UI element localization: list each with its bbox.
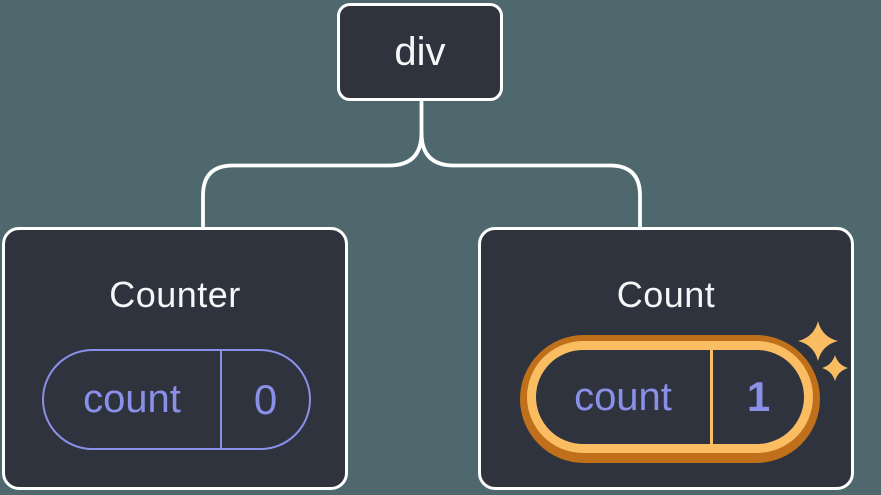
state-value: 1 bbox=[710, 350, 804, 444]
state-pill: count 0 bbox=[42, 349, 311, 450]
state-pill: count 1 bbox=[536, 350, 804, 444]
tree-node-div: div bbox=[337, 3, 503, 101]
component-card-count: Count count 1 bbox=[478, 227, 854, 490]
state-value: 0 bbox=[220, 351, 309, 448]
state-pill-highlight: count 1 bbox=[520, 335, 820, 463]
state-pill-highlight-ring: count 1 bbox=[527, 341, 813, 453]
sparkles-icon bbox=[798, 321, 848, 381]
state-key-label: count bbox=[83, 377, 181, 421]
component-title: Count bbox=[616, 274, 716, 315]
component-card-counter: Counter count 0 bbox=[2, 227, 348, 490]
component-title: Counter bbox=[109, 274, 241, 315]
tree-node-label: div bbox=[394, 29, 446, 74]
state-key-label: count bbox=[574, 374, 672, 419]
